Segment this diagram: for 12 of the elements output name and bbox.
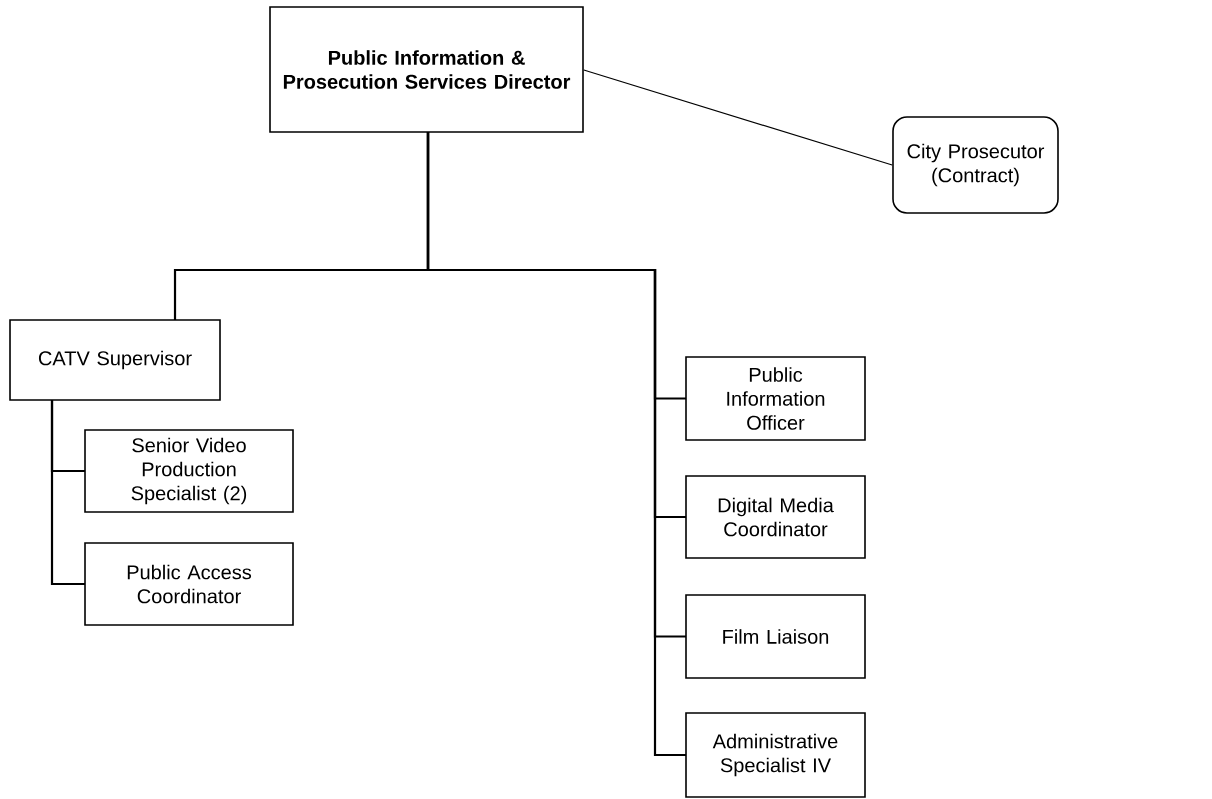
connector-line — [583, 69, 893, 166]
position-box: CATV Supervisor — [9, 319, 221, 401]
position-box: Public Information Officer — [685, 356, 866, 441]
connector-line — [50, 400, 85, 586]
position-box: Senior Video Production Specialist (2) — [84, 429, 294, 513]
position-box: Public Access Coordinator — [84, 542, 294, 626]
director-box: Public Information & Prosecution Services Director — [269, 6, 584, 133]
position-box: Administrative Specialist IV — [685, 712, 866, 798]
position-box: Digital Media Coordinator — [685, 475, 866, 559]
position-box: Film Liaison — [685, 594, 866, 679]
connector-line — [426, 132, 686, 757]
rounded-box: City Prosecutor (Contract) — [892, 116, 1059, 214]
